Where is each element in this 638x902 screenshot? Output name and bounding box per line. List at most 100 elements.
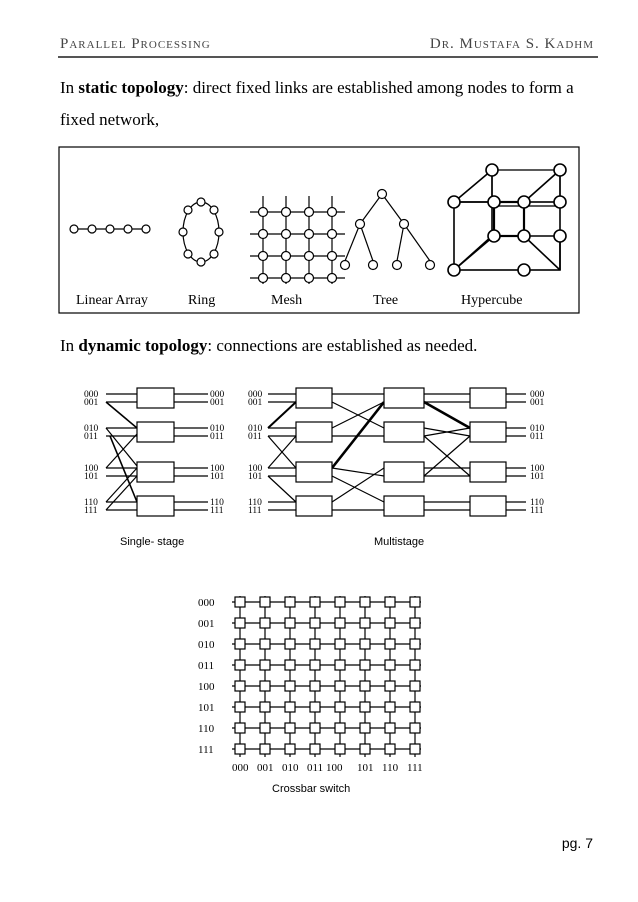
crossbar-switch-cell [334,596,346,608]
crossbar-switch-cell [309,743,321,755]
crossbar-switch-cell [359,596,371,608]
crossbar-switch-cell [234,701,246,713]
label-linear-array: Linear Array [76,293,148,308]
multistage-input-label: 011 [248,432,262,442]
crossbar-switch-cell [284,617,296,629]
ring-diagram [178,197,224,267]
multistage-input-label: 100 [248,464,263,474]
crossbar-column-label: 001 [257,762,274,774]
crossbar-switch-cell [384,638,396,650]
crossbar-switch-cell [409,722,421,734]
crossbar-switch-cell [384,680,396,692]
tree-diagram [339,188,436,271]
crossbar-switch-cell [359,638,371,650]
crossbar-switch-cell [384,617,396,629]
caption-multistage: Multistage [374,536,425,548]
multistage-input-label: 001 [248,398,263,408]
label-ring: Ring [188,293,215,308]
crossbar-switch-cell [334,638,346,650]
mesh-diagram [250,196,345,284]
crossbar-switch-cell [334,701,346,713]
crossbar-row-label: 011 [198,660,214,672]
crossbar-switch-cell [409,701,421,713]
crossbar-switch-cell [259,701,271,713]
crossbar-switch-cell [259,680,271,692]
static-topology-term: static topology [78,78,184,97]
single-stage-output-label: 111 [210,506,224,516]
dynamic-topology-term: dynamic topology [78,336,208,355]
crossbar-switch-cell [334,617,346,629]
header-author: Dr. Mustafa S. Kadhm [429,36,594,52]
label-tree: Tree [373,293,398,308]
crossbar-row-label: 110 [198,723,215,735]
crossbar-switch-cell [359,743,371,755]
multistage-output-label: 000 [530,390,545,400]
crossbar-switch-cell [384,722,396,734]
crossbar-row-label: 001 [198,618,215,630]
page-header: Parallel Processing Dr. Mustafa S. Kadhm [60,36,594,56]
single-stage-input-label: 111 [84,506,98,516]
single-stage-output-label: 101 [210,472,225,482]
single-stage-output-label: 010 [210,424,225,434]
crossbar-switch-cell [359,701,371,713]
crossbar-column-label: 010 [282,762,299,774]
single-stage-input-label: 110 [84,498,98,508]
crossbar-switch-cell [409,659,421,671]
crossbar-row-label: 100 [198,681,215,693]
crossbar-switch-cell [234,680,246,692]
header-divider [58,56,598,58]
single-stage-input-label: 100 [84,464,99,474]
label-mesh: Mesh [271,293,302,308]
dynamic-topology-paragraph: In dynamic topology: connections are est… [60,336,478,355]
crossbar-switch-cell [234,743,246,755]
crossbar-switch-cell [384,743,396,755]
crossbar-switch-cell [309,659,321,671]
crossbar-column-label: 111 [407,762,423,774]
multistage-output-label: 011 [530,432,544,442]
crossbar-column-label: 110 [382,762,399,774]
crossbar-switch-cell [284,659,296,671]
multistage-output-label: 101 [530,472,545,482]
crossbar-switch-cell [234,617,246,629]
page-number: pg. 7 [561,835,593,851]
crossbar-switch-cell [259,659,271,671]
crossbar-switch-cell [334,680,346,692]
hypercube-diagram [447,163,567,277]
single-stage-output-label: 000 [210,390,225,400]
crossbar-switch-cell [284,743,296,755]
crossbar-switch-cell [309,722,321,734]
crossbar-row-label: 111 [198,744,214,756]
crossbar-switch-cell [309,617,321,629]
single-stage-input-label: 010 [84,424,99,434]
header-title: Parallel Processing [60,36,211,52]
crossbar-switch-cell [334,743,346,755]
crossbar-switch-cell [359,659,371,671]
crossbar-switch-cell [309,701,321,713]
multistage-output-label: 100 [530,464,545,474]
crossbar-switch-cell [259,617,271,629]
crossbar-row-label: 101 [198,702,215,714]
multistage-input-label: 110 [248,498,262,508]
crossbar-column-label: 101 [357,762,374,774]
crossbar-switch-cell [284,722,296,734]
linear-array-diagram [69,224,151,234]
crossbar-switch-cell [259,743,271,755]
crossbar-switch-cell [359,722,371,734]
crossbar-switch-cell [284,680,296,692]
multistage-input-label: 101 [248,472,263,482]
crossbar-column-label: 000 [232,762,249,774]
crossbar-switch-cell [384,701,396,713]
crossbar-switch-cell [384,659,396,671]
multistage-output-label: 110 [530,498,544,508]
crossbar-column-label: 100 [326,762,343,774]
single-stage-input-label: 011 [84,432,98,442]
crossbar-switch-cell [359,680,371,692]
single-stage-output-label: 100 [210,464,225,474]
crossbar-switch-cell [359,617,371,629]
single-stage-input-label: 000 [84,390,99,400]
crossbar-switch-cell [234,659,246,671]
crossbar-switch-cell [409,596,421,608]
